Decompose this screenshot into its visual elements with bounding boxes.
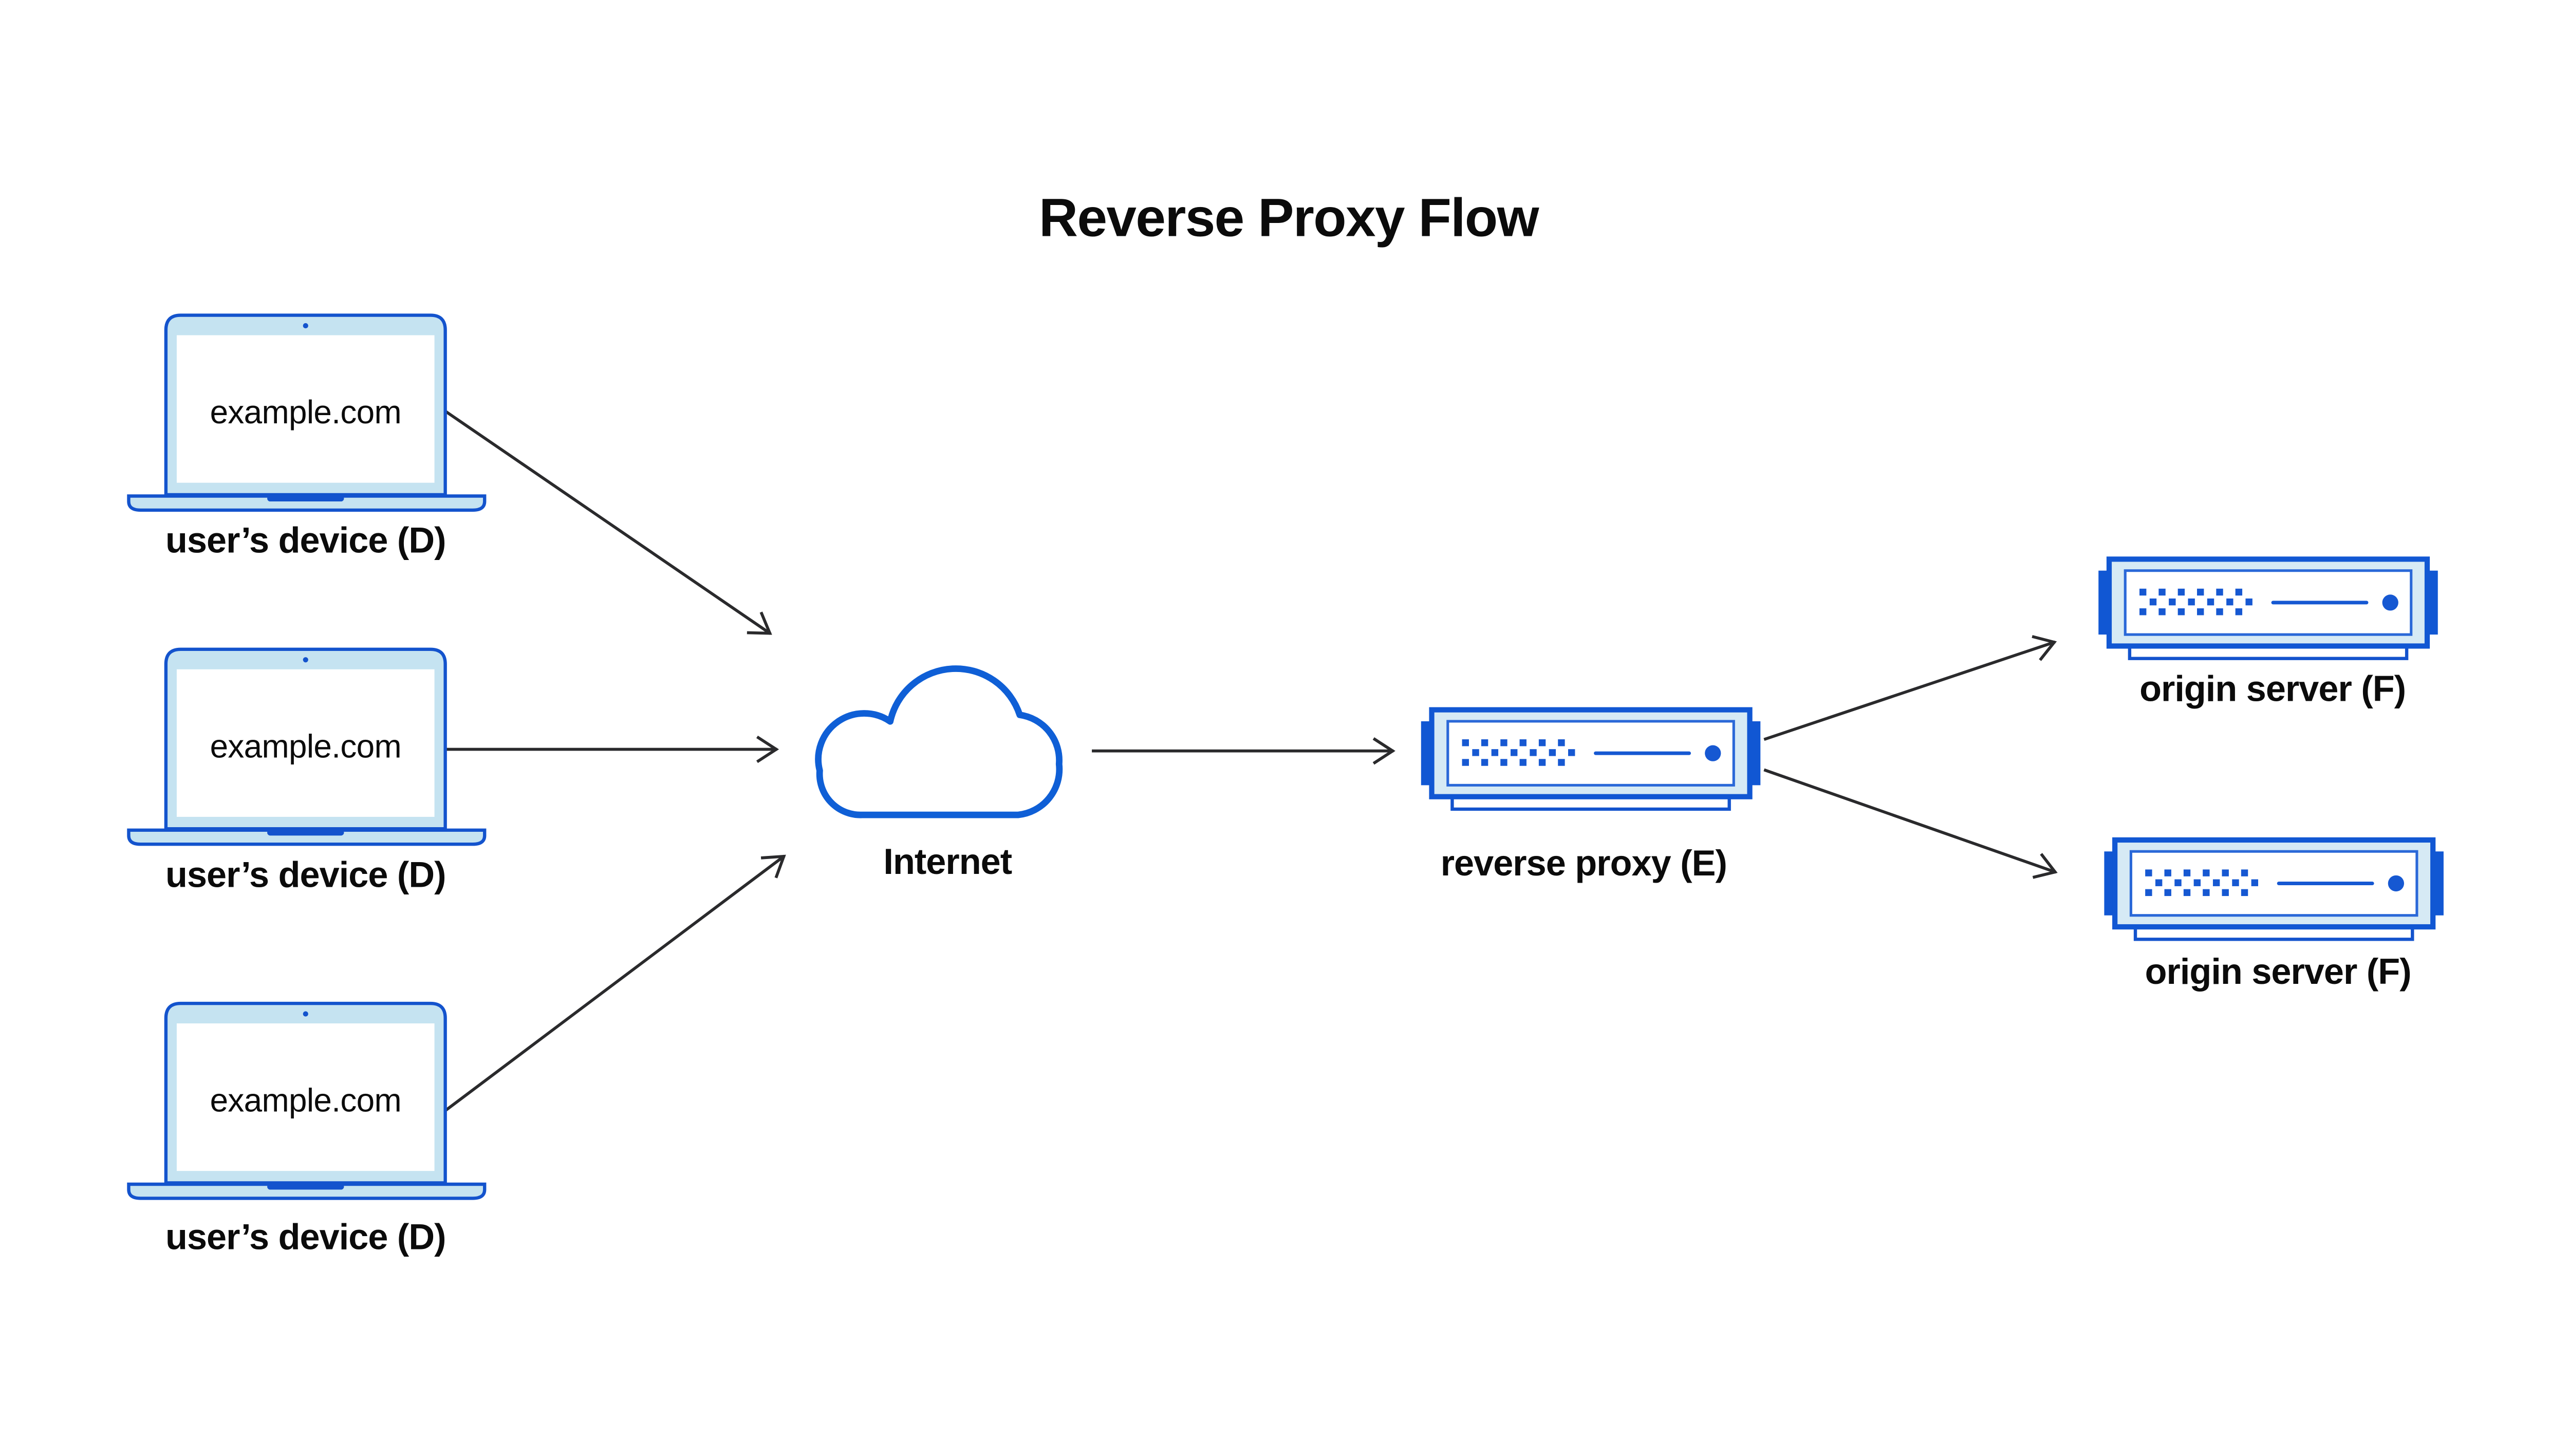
diagram-title: Reverse Proxy Flow — [1039, 188, 1540, 248]
device1-group: example.com user’s device (D) — [128, 315, 485, 561]
arrow-device1-to-internet — [445, 410, 772, 635]
device2-group: example.com user’s device (D) — [128, 649, 485, 895]
internet-group: Internet — [815, 665, 1063, 882]
reverse-proxy-group: reverse proxy (E) — [1421, 710, 1760, 883]
arrow-proxy-to-origin1 — [1763, 635, 2057, 741]
server-icon — [1421, 710, 1760, 809]
cloud-icon — [815, 665, 1063, 818]
internet-label: Internet — [883, 841, 1012, 882]
server-icon — [2098, 559, 2437, 658]
device-screen-text: example.com — [210, 394, 401, 431]
device-screen-text: example.com — [210, 727, 401, 764]
device-screen-text: example.com — [210, 1082, 401, 1119]
arrow-device3-to-internet — [444, 854, 786, 1112]
origin-server2-group: origin server (F) — [2104, 840, 2443, 992]
server-icon — [2104, 840, 2443, 939]
device-label: user’s device (D) — [165, 854, 445, 895]
origin-server-label: origin server (F) — [2139, 668, 2406, 708]
arrow-proxy-to-origin2 — [1763, 768, 2058, 879]
device3-group: example.com user’s device (D) — [128, 1003, 485, 1257]
device-label: user’s device (D) — [165, 520, 445, 561]
reverse-proxy-label: reverse proxy (E) — [1441, 843, 1727, 883]
device-label: user’s device (D) — [165, 1217, 445, 1257]
origin-server1-group: origin server (F) — [2098, 559, 2437, 708]
origin-server-label: origin server (F) — [2145, 951, 2411, 992]
flow-arrows — [444, 410, 2058, 1112]
